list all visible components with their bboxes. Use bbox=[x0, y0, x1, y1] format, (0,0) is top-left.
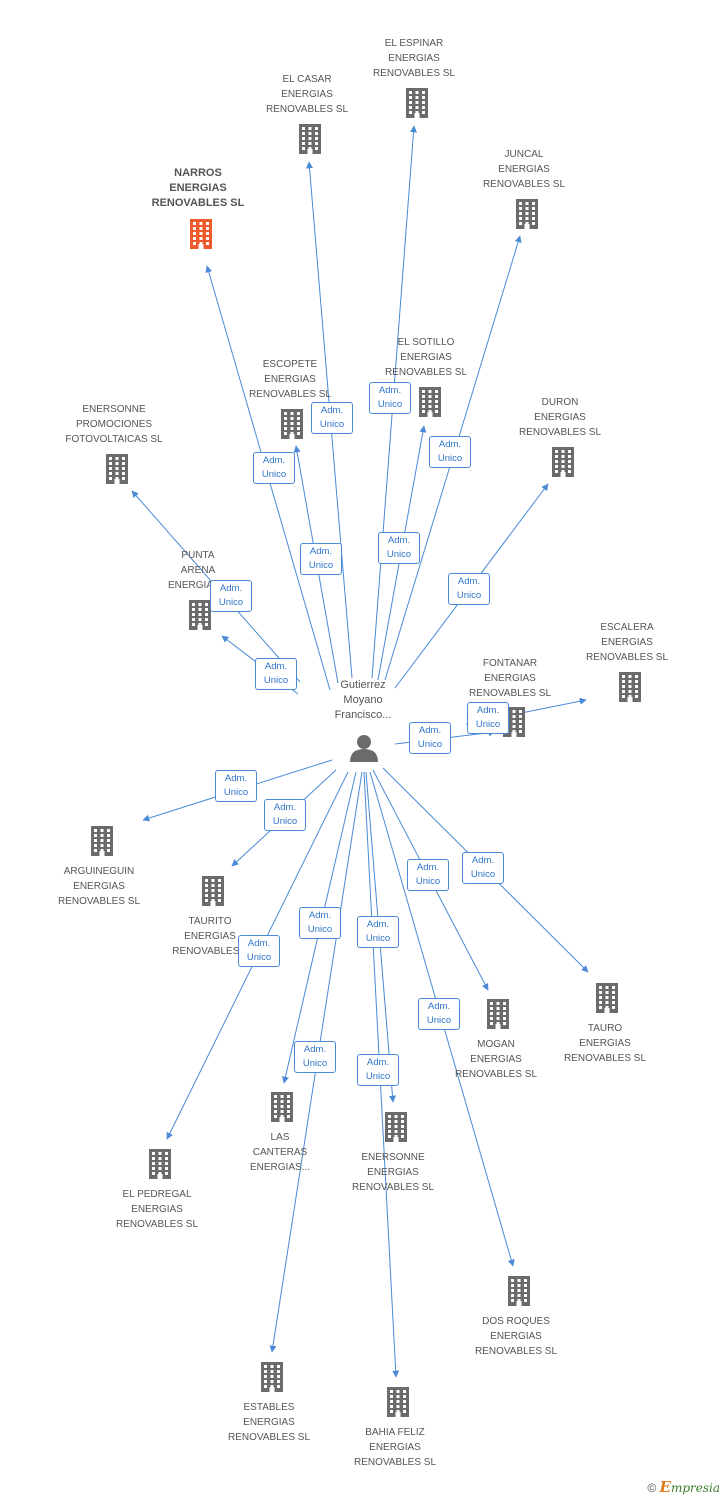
company-label-estables[interactable]: ESTABLES ENERGIAS RENOVABLES SL bbox=[227, 1402, 311, 1443]
building-icon[interactable] bbox=[189, 600, 211, 630]
building-icon[interactable] bbox=[406, 88, 428, 118]
edge-label-el-casar[interactable]: Adm. Unico bbox=[311, 402, 353, 434]
building-icon[interactable] bbox=[385, 1112, 407, 1142]
building-icon[interactable] bbox=[261, 1362, 283, 1392]
person-icon[interactable] bbox=[350, 735, 378, 762]
building-icon[interactable] bbox=[106, 454, 128, 484]
edge-label-escopete[interactable]: Adm. Unico bbox=[300, 543, 342, 575]
company-label-dos-roques[interactable]: DOS ROQUES ENERGIAS RENOVABLES SL bbox=[474, 1316, 558, 1357]
company-label-mogan[interactable]: MOGAN ENERGIAS RENOVABLES SL bbox=[454, 1039, 538, 1080]
edge-label-el-espinar[interactable]: Adm. Unico bbox=[369, 382, 411, 414]
company-label-fontanar[interactable]: FONTANAR ENERGIAS RENOVABLES SL bbox=[468, 658, 552, 699]
company-label-las-canteras[interactable]: LAS CANTERAS ENERGIAS... bbox=[249, 1132, 310, 1173]
edge-label-narros[interactable]: Adm. Unico bbox=[253, 452, 295, 484]
building-icon[interactable] bbox=[487, 999, 509, 1029]
company-label-arguineguin[interactable]: ARGUINEGUIN ENERGIAS RENOVABLES SL bbox=[57, 866, 141, 907]
edge-label-tauro[interactable]: Adm. Unico bbox=[462, 852, 504, 884]
company-label-punta-arena[interactable]: PUNTA ARENA ENERGIAS... bbox=[167, 550, 228, 591]
building-icon[interactable] bbox=[281, 409, 303, 439]
company-label-enersonne-energias[interactable]: ENERSONNE ENERGIAS RENOVABLES SL bbox=[351, 1152, 435, 1193]
company-label-escopete[interactable]: ESCOPETE ENERGIAS RENOVABLES SL bbox=[248, 359, 332, 400]
copyright-symbol: © bbox=[647, 1481, 657, 1495]
edge-label-mogan[interactable]: Adm. Unico bbox=[407, 859, 449, 891]
edge-label-taurito[interactable]: Adm. Unico bbox=[264, 799, 306, 831]
footer-brand: © Empresia bbox=[647, 1478, 720, 1496]
company-label-duron[interactable]: DURON ENERGIAS RENOVABLES SL bbox=[518, 397, 602, 438]
edge-label-bahia-feliz[interactable]: Adm. Unico bbox=[357, 1054, 399, 1086]
company-label-el-espinar[interactable]: EL ESPINAR ENERGIAS RENOVABLES SL bbox=[372, 38, 456, 79]
edge-label-escalera[interactable]: Adm. Unico bbox=[467, 702, 509, 734]
company-label-narros[interactable]: NARROS ENERGIAS RENOVABLES SL bbox=[151, 167, 245, 209]
building-icon[interactable] bbox=[419, 387, 441, 417]
company-label-bahia-feliz[interactable]: BAHIA FELIZ ENERGIAS RENOVABLES SL bbox=[353, 1427, 437, 1468]
building-icon[interactable] bbox=[508, 1276, 530, 1306]
company-label-tauro[interactable]: TAURO ENERGIAS RENOVABLES SL bbox=[563, 1023, 647, 1064]
empresia-logo: Empresia bbox=[659, 1478, 721, 1496]
company-label-taurito[interactable]: TAURITO ENERGIAS RENOVABLES... bbox=[172, 916, 248, 957]
edge-label-punta-arena[interactable]: Adm. Unico bbox=[255, 658, 297, 690]
company-label-escalera[interactable]: ESCALERA ENERGIAS RENOVABLES SL bbox=[585, 622, 669, 663]
building-icon[interactable] bbox=[202, 876, 224, 906]
edge-label-el-sotillo[interactable]: Adm. Unico bbox=[378, 532, 420, 564]
building-icon[interactable] bbox=[190, 219, 212, 249]
company-label-juncal[interactable]: JUNCAL ENERGIAS RENOVABLES SL bbox=[482, 149, 566, 190]
edge-label-estables[interactable]: Adm. Unico bbox=[294, 1041, 336, 1073]
building-icon[interactable] bbox=[596, 983, 618, 1013]
edge-label-fontanar[interactable]: Adm. Unico bbox=[409, 722, 451, 754]
edge-label-arguineguin[interactable]: Adm. Unico bbox=[215, 770, 257, 802]
company-label-el-pedregal[interactable]: EL PEDREGAL ENERGIAS RENOVABLES SL bbox=[115, 1189, 199, 1230]
building-icon[interactable] bbox=[552, 447, 574, 477]
building-icon[interactable] bbox=[299, 124, 321, 154]
edge-label-enersonne-energias[interactable]: Adm. Unico bbox=[357, 916, 399, 948]
edge-label-juncal[interactable]: Adm. Unico bbox=[429, 436, 471, 468]
building-icon[interactable] bbox=[149, 1149, 171, 1179]
company-label-el-casar[interactable]: EL CASAR ENERGIAS RENOVABLES SL bbox=[265, 74, 349, 115]
edge-label-las-canteras[interactable]: Adm. Unico bbox=[299, 907, 341, 939]
building-icon[interactable] bbox=[91, 826, 113, 856]
company-label-el-sotillo[interactable]: EL SOTILLO ENERGIAS RENOVABLES SL bbox=[384, 337, 468, 378]
nodes-layer bbox=[91, 88, 641, 1417]
building-icon[interactable] bbox=[271, 1092, 293, 1122]
edge-label-el-pedregal[interactable]: Adm. Unico bbox=[238, 935, 280, 967]
person-label[interactable]: Gutierrez Moyano Francisco... bbox=[334, 679, 392, 721]
building-icon[interactable] bbox=[619, 672, 641, 702]
company-label-enersonne-promociones[interactable]: ENERSONNE PROMOCIONES FOTOVOLTAICAS SL bbox=[65, 404, 163, 445]
edge-label-dos-roques[interactable]: Adm. Unico bbox=[418, 998, 460, 1030]
edge-label-duron[interactable]: Adm. Unico bbox=[448, 573, 490, 605]
building-icon[interactable] bbox=[387, 1387, 409, 1417]
building-icon[interactable] bbox=[516, 199, 538, 229]
edge-label-enersonne-promociones[interactable]: Adm. Unico bbox=[210, 580, 252, 612]
